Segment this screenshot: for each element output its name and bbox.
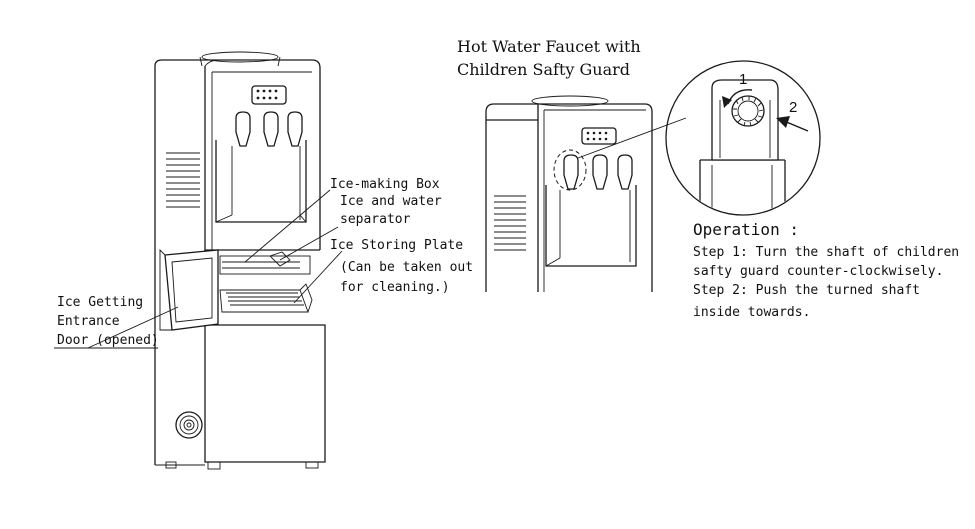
left-labels: Ice-making Box Ice and water separator I… — [57, 177, 473, 348]
label-ice-storing-plate: Ice Storing Plate — [330, 238, 463, 253]
control-panel — [251, 85, 287, 105]
callout-number-2: 2 — [789, 99, 797, 116]
zoom-leader-line — [577, 117, 687, 159]
safety-guard-knob — [731, 95, 765, 127]
callout-number-1: 1 — [739, 71, 747, 88]
label-separator-line2: separator — [340, 212, 411, 227]
step1-line1: Step 1: Turn the shaft of children — [693, 245, 959, 260]
label-door-line3: Door (opened) — [57, 333, 159, 348]
operation-heading: Operation : — [693, 220, 799, 239]
dispenser-illustration — [154, 51, 326, 470]
step1-line2: safty guard counter-clockwisely. — [693, 264, 943, 279]
faucet-title-line2: Children Safty Guard — [457, 60, 630, 79]
fan-vent — [175, 411, 203, 439]
faucet-group — [235, 111, 303, 147]
label-plate-note-line1: (Can be taken out — [340, 260, 473, 275]
ice-entrance-door — [159, 248, 219, 331]
operation-instructions: Operation : Step 1: Turn the shaft of ch… — [693, 220, 959, 320]
side-vent — [166, 152, 200, 208]
label-plate-note-line2: for cleaning.) — [340, 280, 450, 295]
label-ice-making-box: Ice-making Box — [330, 177, 440, 192]
step2-line2: inside towards. — [693, 305, 810, 320]
faucet-closeup-dispenser — [485, 95, 653, 292]
zoom-detail — [665, 60, 821, 216]
step2-line1: Step 2: Push the turned shaft — [693, 283, 920, 298]
label-separator-line1: Ice and water — [340, 194, 442, 209]
label-door-line2: Entrance — [57, 314, 120, 329]
ice-making-box — [219, 255, 311, 275]
faucet-title-line1: Hot Water Faucet with — [457, 37, 641, 56]
left-leader-lines — [54, 189, 343, 349]
label-door-line1: Ice Getting — [57, 295, 143, 310]
